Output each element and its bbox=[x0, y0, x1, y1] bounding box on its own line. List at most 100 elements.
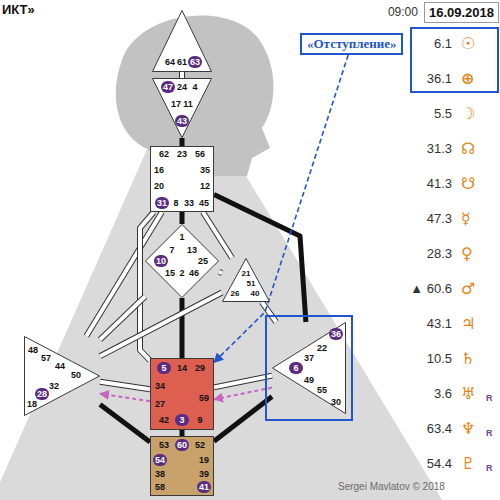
gate-number: 64 bbox=[165, 57, 175, 67]
gate-number: 33 bbox=[184, 198, 194, 208]
channel bbox=[182, 212, 183, 224]
ajna-center: 47244171143 bbox=[152, 78, 212, 138]
callout-box: «Отступление» bbox=[300, 33, 403, 55]
center-shape bbox=[223, 259, 270, 302]
title: ИКТ» bbox=[2, 2, 35, 17]
connector-line bbox=[100, 394, 150, 402]
gate-number: 30 bbox=[331, 397, 341, 407]
retrograde-mark: R bbox=[486, 463, 493, 473]
gate-number: 29 bbox=[195, 363, 205, 373]
connector-line bbox=[100, 382, 150, 390]
gate-number: 22 bbox=[317, 343, 327, 353]
spleen-center: 48574450322818 bbox=[24, 336, 100, 416]
gate-number-active: 5 bbox=[157, 362, 171, 374]
channel bbox=[182, 298, 183, 358]
connector-line bbox=[100, 405, 150, 443]
gate-number-active: 43 bbox=[175, 115, 189, 127]
gate-number: 18 bbox=[27, 399, 37, 409]
gate-number: 52 bbox=[195, 440, 205, 450]
gate-number: 49 bbox=[304, 375, 314, 385]
center-shape bbox=[153, 11, 212, 72]
planet-symbol: ☋ bbox=[461, 174, 475, 194]
gate-number: 17 bbox=[171, 99, 181, 109]
retrograde-mark: R bbox=[486, 393, 493, 403]
connector-line bbox=[100, 293, 222, 357]
gate-number: 53 bbox=[159, 440, 169, 450]
planet-gate: 47.3 bbox=[427, 211, 452, 227]
center-shape bbox=[25, 337, 100, 416]
center-shape bbox=[153, 79, 212, 138]
channel bbox=[140, 212, 154, 361]
gate-number: 8 bbox=[173, 198, 178, 208]
planet-gate: 54.4 bbox=[427, 456, 452, 472]
channel bbox=[219, 272, 222, 274]
gate-number: 16 bbox=[154, 165, 164, 175]
gate-number: 57 bbox=[41, 353, 51, 363]
planet-symbol: ⊕ bbox=[461, 69, 474, 89]
center-shape bbox=[151, 147, 214, 212]
connector-line bbox=[100, 382, 150, 390]
gate-number: 21 bbox=[242, 269, 251, 279]
gate-number: 19 bbox=[199, 455, 209, 465]
gate-number: 1 bbox=[179, 232, 184, 242]
gate-number-active: 28 bbox=[35, 388, 49, 400]
channel bbox=[100, 293, 222, 357]
center-shape bbox=[273, 323, 346, 414]
channel bbox=[182, 138, 183, 146]
gate-number: 7 bbox=[169, 245, 174, 255]
connector-line bbox=[214, 376, 272, 388]
gate-number-active: 36 bbox=[329, 328, 343, 340]
gate-number: 45 bbox=[199, 198, 209, 208]
planet-gate: 10.5 bbox=[427, 351, 452, 367]
gate-number: 12 bbox=[200, 181, 210, 191]
gate-number: 27 bbox=[155, 399, 165, 409]
connector-line bbox=[219, 270, 222, 275]
head-center: 646163 bbox=[152, 10, 212, 72]
ego-center: 21512640 bbox=[222, 258, 270, 302]
planet-gate: 63.4 bbox=[427, 421, 452, 437]
planet-symbol: ☽ bbox=[461, 104, 475, 124]
date-box: 16.09.2018 bbox=[424, 2, 499, 23]
connector-line bbox=[140, 212, 154, 361]
connector-line bbox=[219, 269, 222, 276]
gate-number: 48 bbox=[28, 345, 38, 355]
gate-number-active: 10 bbox=[154, 255, 168, 267]
gate-number-active: 47 bbox=[161, 81, 175, 93]
gate-number: 55 bbox=[317, 385, 327, 395]
planet-symbol: ♇ bbox=[461, 454, 475, 474]
gate-number: 2 bbox=[179, 268, 184, 278]
connector-line bbox=[214, 397, 272, 442]
center-outline bbox=[222, 258, 270, 302]
solar-plexus-center: 3622376495530 bbox=[272, 322, 346, 414]
channel bbox=[214, 195, 306, 323]
gate-number: 23 bbox=[177, 149, 187, 159]
gate-number: 26 bbox=[231, 289, 240, 299]
center-shape bbox=[151, 437, 214, 496]
planet-gate: ▲ 60.6 bbox=[410, 281, 452, 297]
channel bbox=[182, 430, 183, 436]
flow-arrow bbox=[214, 388, 272, 400]
channel bbox=[100, 382, 150, 390]
gate-number: 62 bbox=[159, 149, 169, 159]
gate-number-active: 63 bbox=[188, 56, 202, 68]
gate-number: 61 bbox=[177, 57, 187, 67]
planet-gate: 41.3 bbox=[427, 176, 452, 192]
connector-line bbox=[180, 430, 185, 436]
gate-number: 25 bbox=[198, 256, 208, 266]
planet-gate: 5.5 bbox=[434, 106, 452, 122]
highlight-frame bbox=[411, 28, 498, 92]
gate-number: 44 bbox=[55, 361, 65, 371]
gate-number: 32 bbox=[49, 381, 59, 391]
g-center: 1713102515246 bbox=[145, 224, 219, 298]
gate-number: 34 bbox=[155, 381, 165, 391]
gate-number: 20 bbox=[154, 181, 164, 191]
connector-line bbox=[100, 293, 222, 357]
gate-number: 9 bbox=[197, 415, 202, 425]
center-shape bbox=[151, 359, 214, 430]
gate-number: 4 bbox=[192, 82, 197, 92]
connector-line bbox=[180, 72, 184, 78]
connector-line bbox=[214, 388, 272, 400]
planet-symbol: ♅ bbox=[461, 384, 475, 404]
date-text: 16.09.2018 bbox=[429, 5, 494, 20]
